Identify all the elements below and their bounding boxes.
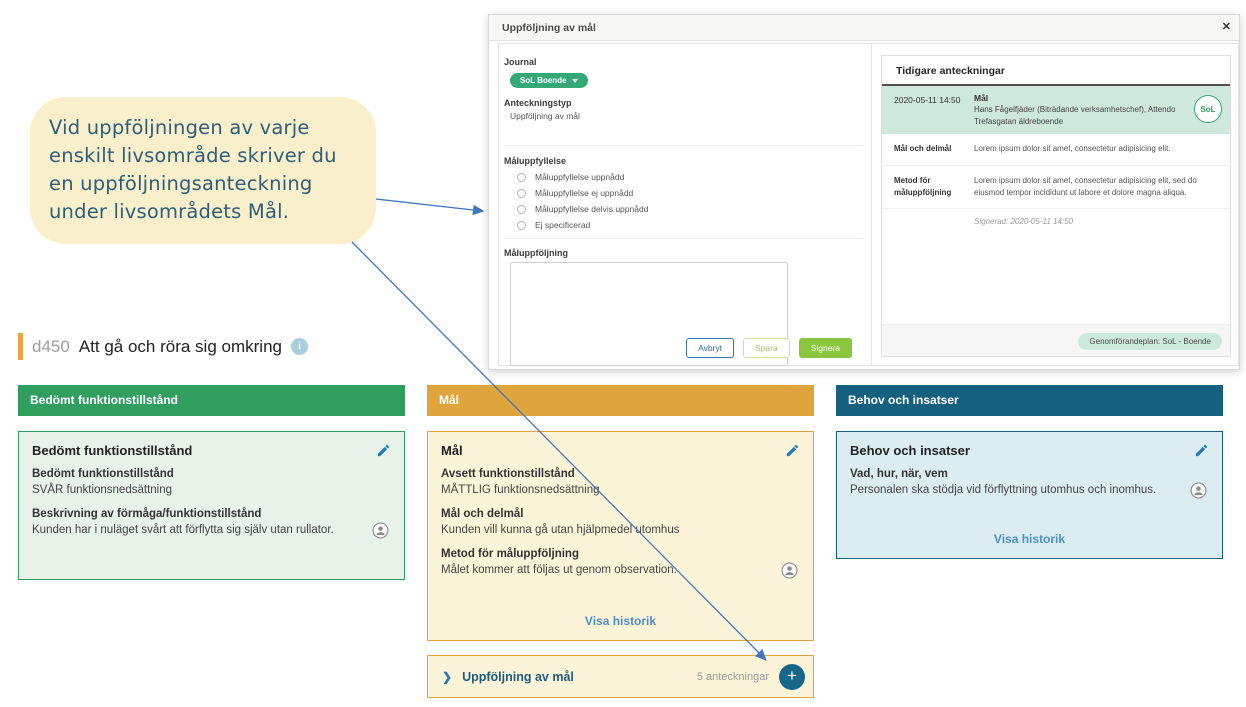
field-value: MÅTTLIG funktionsnedsättning: [441, 483, 600, 496]
previous-notes-box: Tidigare anteckningar 2020-05-11 14:50 M…: [881, 55, 1231, 357]
card-title: Behov och insatser: [850, 443, 970, 458]
life-area-title: Att gå och röra sig omkring: [78, 336, 282, 356]
life-area-heading: d450 Att gå och röra sig omkring i: [18, 333, 308, 360]
divider: [504, 238, 863, 239]
field-label: Bedömt funktionstillstånd: [32, 468, 174, 480]
signed-timestamp: Signerad: 2020-05-11 14:50: [974, 217, 1074, 227]
journal-select-value: SoL Boende: [520, 76, 567, 85]
modal-header: Uppföljning av mål ✕: [489, 15, 1239, 41]
plan-tag: Genomförandeplan: SoL - Boende: [1078, 333, 1222, 350]
radio-label: Måluppfyllelse delvis uppnådd: [535, 204, 649, 214]
note-entry-header[interactable]: 2020-05-11 14:50 Mål Hans Fågelfjäder (B…: [882, 86, 1230, 135]
previous-notes-title: Tidigare anteckningar: [882, 56, 1230, 86]
note-type: Mål: [974, 93, 989, 103]
uppfoljning-modal: Uppföljning av mål ✕ Journal SoL Boende …: [488, 14, 1240, 370]
note-row-value: Lorem ipsum dolor sit amet, consectetur …: [974, 175, 1197, 197]
modal-body: Journal SoL Boende Anteckningstyp Uppföl…: [498, 43, 1239, 366]
field-value: Kunden har i nuläget svårt att förflytta…: [32, 523, 334, 536]
card-title: Bedömt funktionstillstånd: [32, 443, 193, 458]
radio-option[interactable]: Ej specificerad: [517, 220, 863, 230]
column-header-bedomt: Bedömt funktionstillstånd: [18, 385, 405, 416]
field-value: Målet kommer att följas ut genom observa…: [441, 563, 677, 576]
person-icon: [781, 562, 798, 579]
card-field: Mål och delmål Kunden vill kunna gå utan…: [441, 507, 800, 538]
journal-label: Journal: [504, 57, 537, 67]
maluppfyllelse-label: Måluppfyllelse: [504, 156, 567, 166]
radio-label: Måluppfyllelse ej uppnådd: [535, 188, 634, 198]
caret-down-icon: [571, 78, 578, 83]
sol-badge: SoL: [1194, 95, 1222, 123]
radio-label: Ej specificerad: [535, 220, 591, 230]
field-label: Avsett funktionstillstånd: [441, 468, 575, 480]
visa-historik-link[interactable]: Visa historik: [993, 532, 1066, 546]
note-row-value: Lorem ipsum dolor sit amet, consectetur …: [974, 144, 1171, 154]
anteckningstyp-label: Anteckningstyp: [504, 98, 572, 108]
field-value: SVÅR funktionsnedsättning: [32, 483, 173, 496]
person-icon: [1190, 482, 1207, 499]
radio-button[interactable]: [517, 172, 526, 182]
card-field: Beskrivning av förmåga/funktionstillstån…: [32, 507, 391, 539]
note-author: Hans Fågelfjäder (Biträdande verksamhets…: [974, 105, 1176, 126]
notes-footer: Genomförandeplan: SoL - Boende: [882, 324, 1230, 356]
modal-title: Uppföljning av mål: [502, 21, 596, 34]
note-author-block: Mål Hans Fågelfjäder (Biträdande verksam…: [974, 93, 1194, 127]
add-note-button[interactable]: +: [779, 663, 805, 690]
callout-text: Vid uppföljningen av varje enskilt livso…: [49, 116, 337, 223]
info-icon[interactable]: i: [290, 338, 308, 355]
person-icon: [372, 522, 389, 539]
edit-icon[interactable]: [785, 443, 800, 458]
bedomt-card: Bedömt funktionstillstånd Bedömt funktio…: [18, 431, 405, 580]
field-label: Metod för måluppföljning: [441, 548, 579, 561]
card-field: Metod för måluppföljning Målet kommer at…: [441, 547, 800, 579]
heading-accent-bar: [18, 333, 23, 360]
accordion-title: Uppföljning av mål: [462, 669, 574, 684]
chevron-right-icon[interactable]: ❯: [442, 669, 453, 684]
previous-notes-pane: Tidigare anteckningar 2020-05-11 14:50 M…: [872, 44, 1238, 365]
note-row-label: Mål och delmål: [894, 144, 952, 154]
avbryt-button[interactable]: Avbryt: [686, 338, 734, 358]
spara-button[interactable]: Spara: [743, 338, 790, 358]
maluppfoljning-label: Måluppföljning: [504, 248, 568, 258]
uppfoljning-accordion[interactable]: ❯ Uppföljning av mål 5 anteckningar +: [427, 655, 814, 698]
radio-option[interactable]: Måluppfyllelse ej uppnådd: [517, 188, 863, 198]
radio-button[interactable]: [517, 188, 526, 198]
note-row-label: Metod för måluppföljning: [894, 175, 952, 197]
mal-card: Mål Avsett funktionstillstånd MÅTTLIG fu…: [427, 431, 814, 641]
radio-button[interactable]: [517, 220, 526, 230]
close-icon[interactable]: ✕: [1221, 21, 1231, 33]
edit-icon[interactable]: [1194, 443, 1209, 458]
modal-actions: Avbryt Spara Signera: [686, 338, 852, 358]
visa-historik-link[interactable]: Visa historik: [584, 614, 657, 628]
field-label: Beskrivning av förmåga/funktionstillstån…: [32, 508, 262, 521]
column-header-mal: Mål: [427, 385, 814, 416]
arrow-to-modal: [375, 198, 485, 216]
journal-select[interactable]: SoL Boende: [510, 73, 588, 88]
column-header-behov: Behov och insatser: [836, 385, 1223, 416]
divider: [504, 145, 863, 146]
note-date: 2020-05-11 14:50: [894, 95, 961, 105]
card-field: Vad, hur, när, vem Personalen ska stödja…: [850, 467, 1209, 499]
edit-icon[interactable]: [376, 443, 391, 458]
field-value: Personalen ska stödja vid förflyttning u…: [850, 483, 1157, 496]
card-field: Avsett funktionstillstånd MÅTTLIG funkti…: [441, 467, 800, 498]
field-value: Kunden vill kunna gå utan hjälpmedel uto…: [441, 523, 680, 536]
card-title: Mål: [441, 443, 463, 458]
behov-card: Behov och insatser Vad, hur, när, vem Pe…: [836, 431, 1223, 559]
note-row: Metod för måluppföljning Lorem ipsum dol…: [882, 166, 1230, 210]
card-field: Bedömt funktionstillstånd SVÅR funktions…: [32, 467, 391, 498]
radio-button[interactable]: [517, 204, 526, 214]
accordion-count: 5 anteckningar: [696, 670, 769, 683]
radio-option[interactable]: Måluppfyllelse uppnådd: [517, 172, 863, 182]
field-label: Mål och delmål: [441, 508, 524, 521]
field-label: Vad, hur, när, vem: [850, 468, 948, 480]
radio-label: Måluppfyllelse uppnådd: [535, 172, 625, 182]
signera-button[interactable]: Signera: [798, 338, 852, 358]
callout-bubble: Vid uppföljningen av varje enskilt livso…: [30, 97, 376, 244]
life-area-code: d450: [32, 336, 70, 356]
note-row: Mål och delmål Lorem ipsum dolor sit ame…: [882, 134, 1230, 166]
note-form: Journal SoL Boende Anteckningstyp Uppföl…: [499, 44, 872, 366]
anteckningstyp-value: Uppföljning av mål: [510, 111, 580, 121]
radio-option[interactable]: Måluppfyllelse delvis uppnådd: [517, 204, 863, 214]
